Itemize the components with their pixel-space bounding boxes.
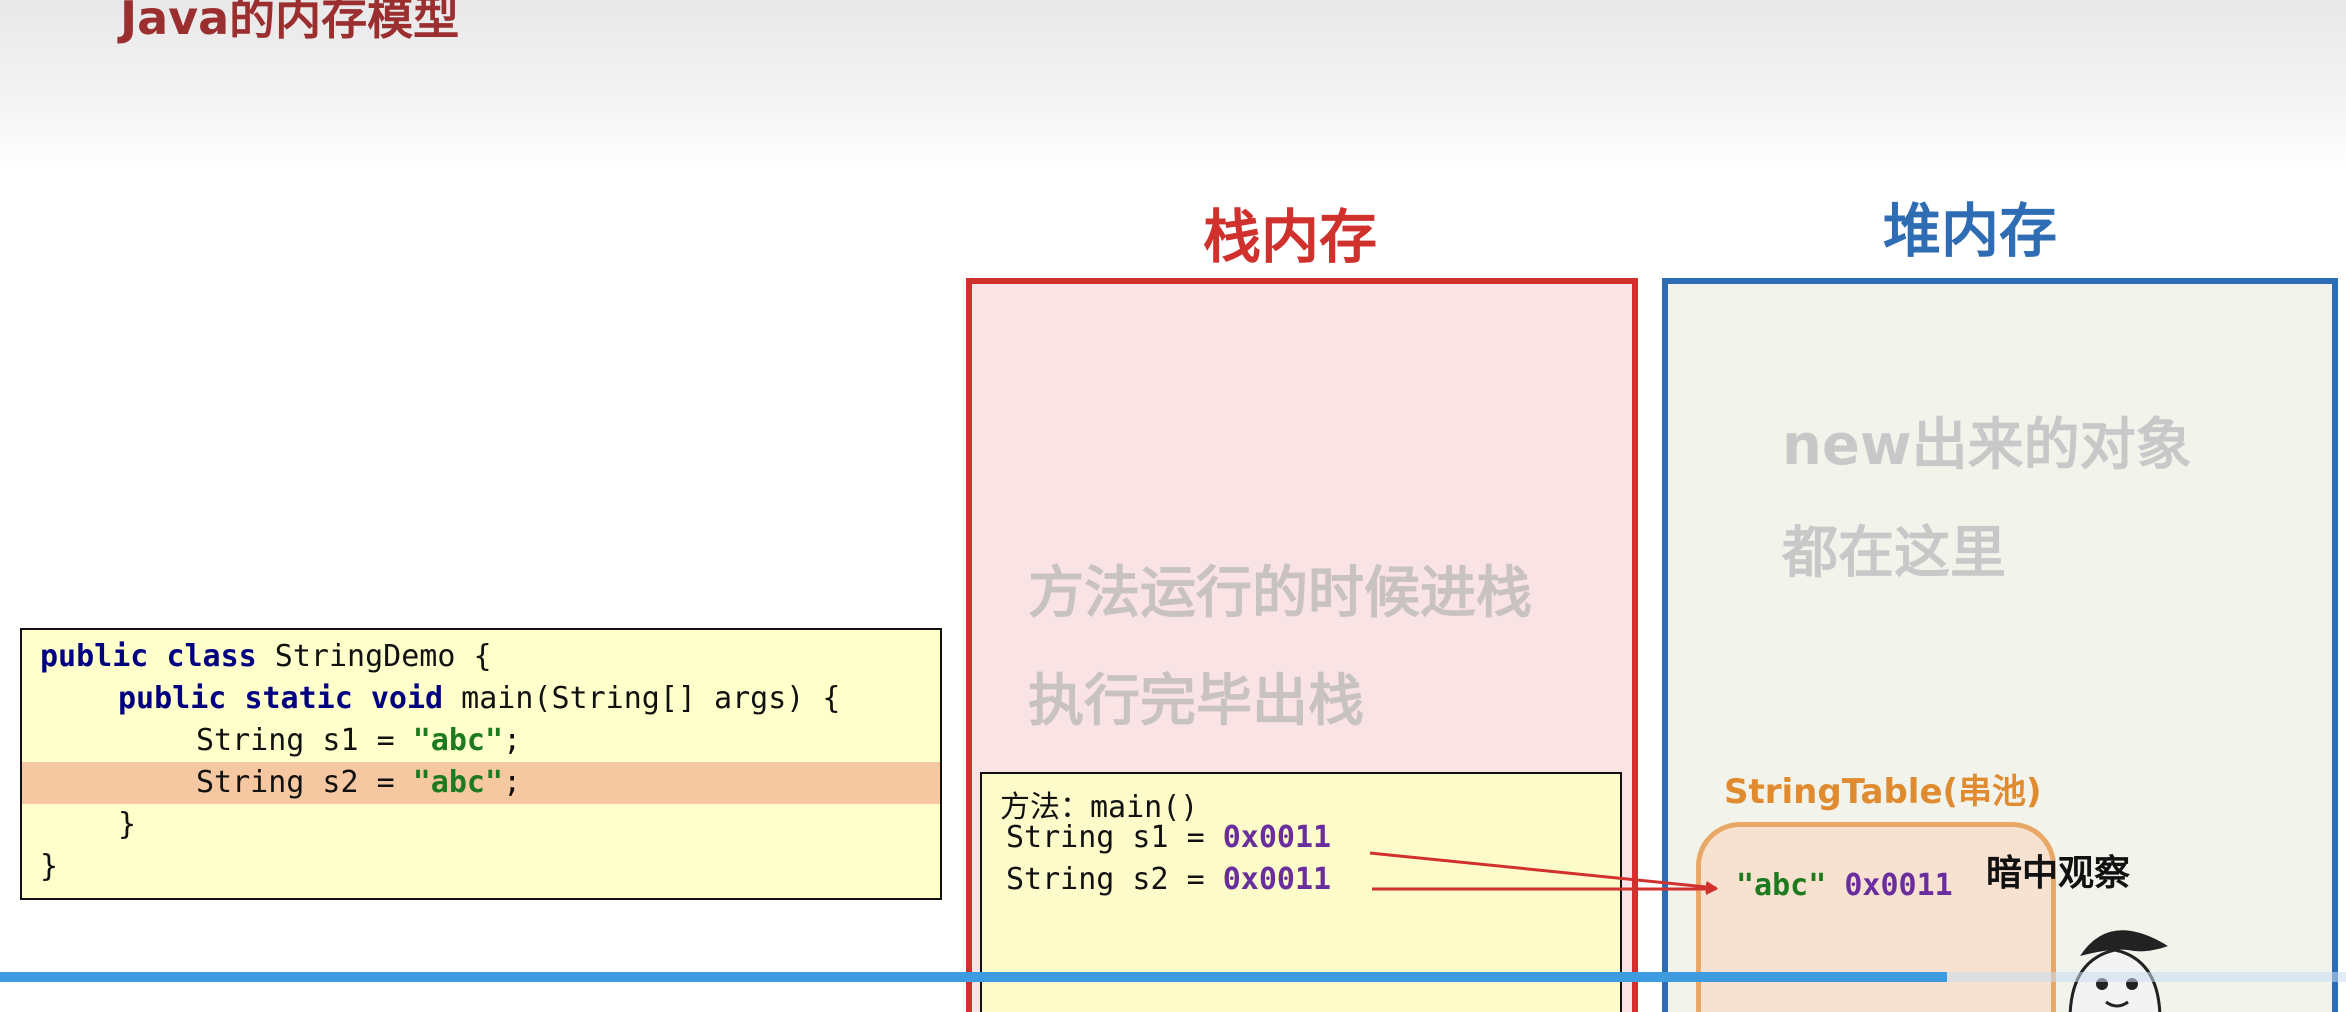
keyword-void: void: [371, 681, 443, 716]
video-progress-bar[interactable]: [0, 972, 2346, 982]
closing-brace: }: [40, 849, 58, 884]
pool-entry-value: "abc": [1736, 868, 1826, 903]
closing-brace: }: [118, 807, 136, 842]
code-line-1: public class StringDemo {: [22, 636, 940, 678]
heap-description-line-1: new出来的对象: [1782, 400, 2192, 481]
stack-memory-title: 栈内存: [1150, 190, 1430, 274]
string-literal: "abc": [413, 723, 503, 758]
stack-description-line-1: 方法运行的时候进栈: [1028, 548, 1532, 629]
keyword-static: static: [244, 681, 352, 716]
code-line-2: public static void main(String[] args) {: [22, 678, 940, 720]
code-line-4-highlighted: String s2 = "abc";: [22, 762, 940, 804]
slide-title: Java的内存模型: [120, 0, 459, 48]
var-declaration: String s2 =: [1006, 862, 1223, 897]
panda-meme-avatar-icon: [2050, 920, 2180, 1012]
s1-declaration: String s1 =: [196, 723, 413, 758]
code-line-5: }: [22, 804, 940, 846]
keyword-public: public: [40, 639, 148, 674]
main-signature: main(String[] args) {: [443, 681, 840, 716]
pool-entry-address: 0x0011: [1844, 868, 1952, 903]
heap-description-line-2: 都在这里: [1782, 508, 2006, 589]
pool-entry: "abc" 0x0011: [1736, 868, 1953, 903]
code-panel: public class StringDemo { public static …: [20, 628, 942, 900]
observe-caption: 暗中观察: [1986, 844, 2130, 896]
code-line-3: String s1 = "abc";: [22, 720, 940, 762]
var-declaration: String s1 =: [1006, 820, 1223, 855]
string-literal: "abc": [413, 765, 503, 800]
keyword-class: class: [166, 639, 256, 674]
stack-description-line-2: 执行完毕出栈: [1028, 656, 1364, 737]
s2-declaration: String s2 =: [196, 765, 413, 800]
keyword-public: public: [118, 681, 226, 716]
class-name: StringDemo {: [257, 639, 492, 674]
semicolon: ;: [503, 765, 521, 800]
semicolon: ;: [503, 723, 521, 758]
frame-var-s2: String s2 = 0x0011: [1006, 862, 1331, 897]
frame-var-s1: String s1 = 0x0011: [1006, 820, 1331, 855]
var-address: 0x0011: [1223, 862, 1331, 897]
string-table-title: StringTable(串池): [1724, 764, 2042, 813]
heap-memory-title: 堆内存: [1830, 184, 2110, 268]
code-line-6: }: [22, 846, 940, 888]
var-address: 0x0011: [1223, 820, 1331, 855]
video-progress-fill: [0, 972, 1947, 982]
